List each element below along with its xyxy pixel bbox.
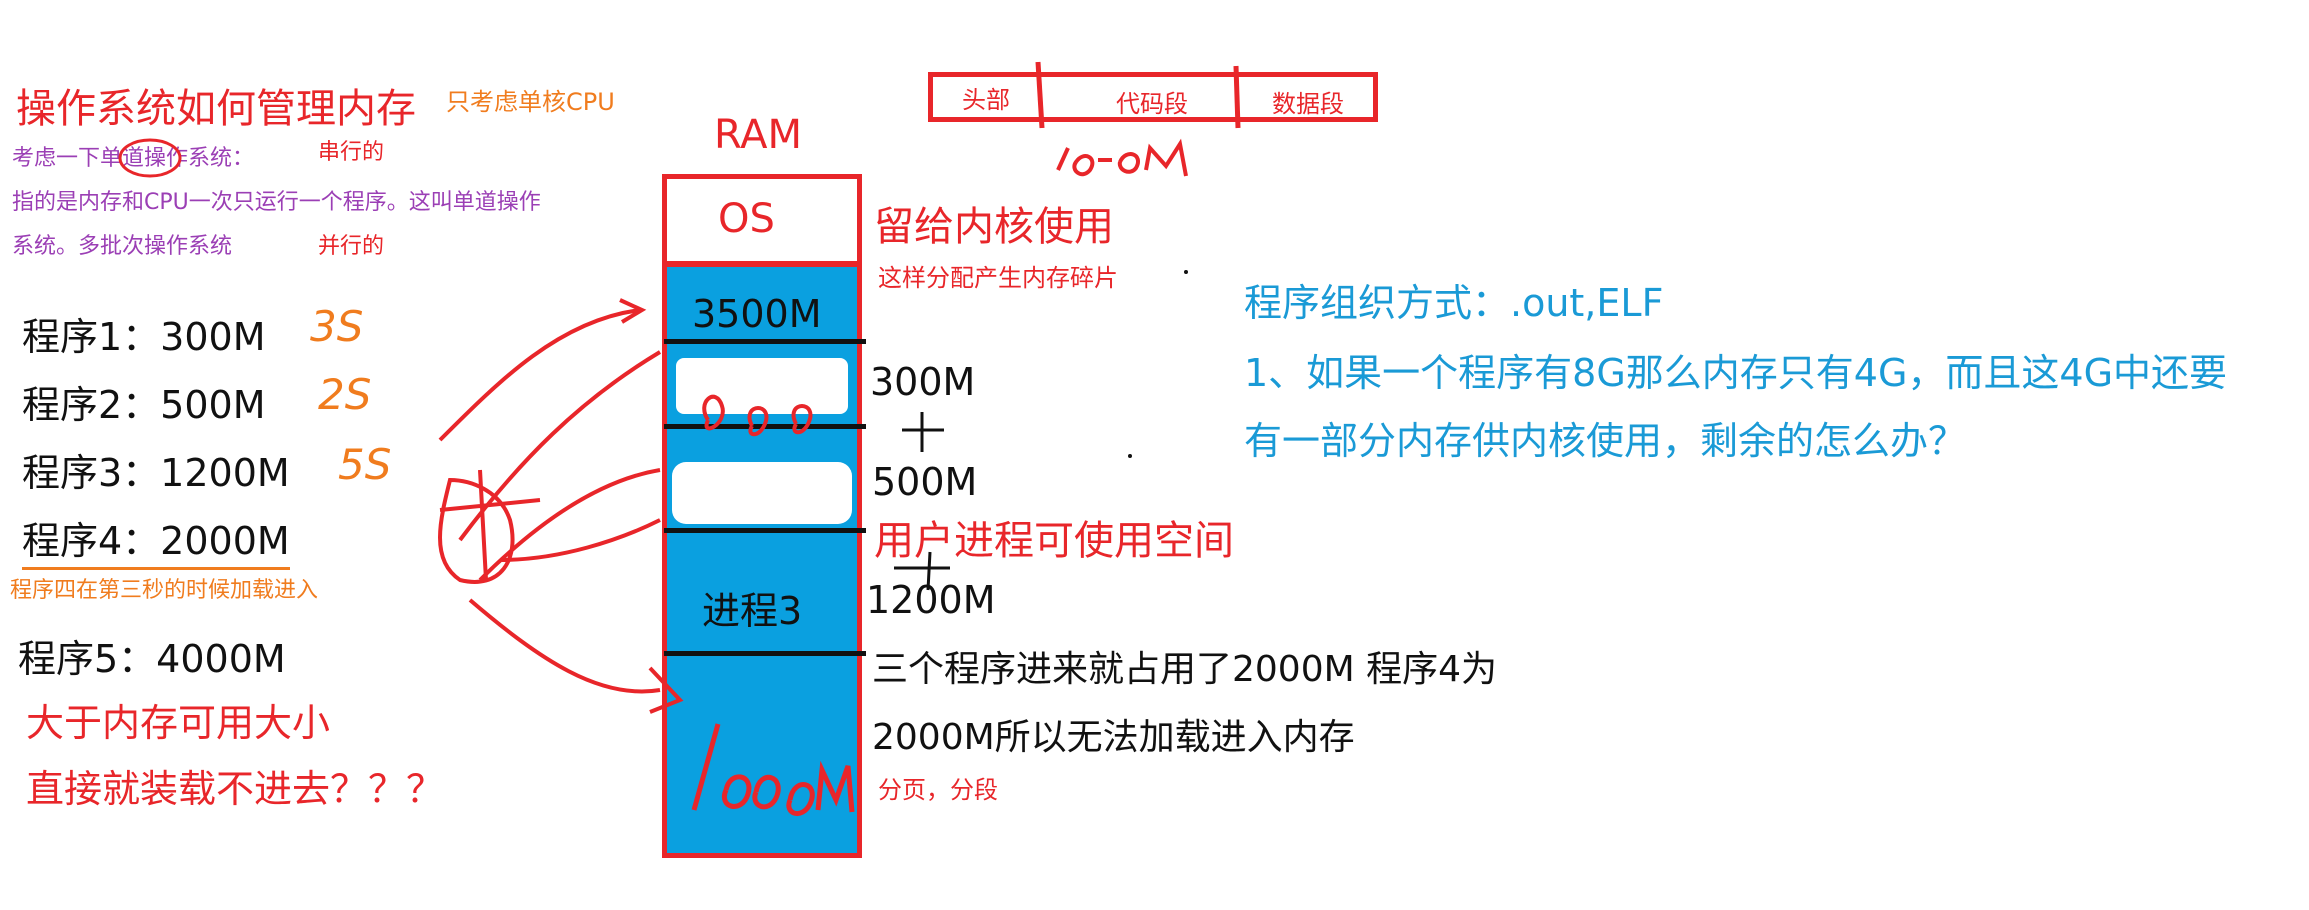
label-1200m: 1200M <box>866 578 996 622</box>
arrow-to-3500m <box>438 308 641 442</box>
program-3: 程序3：1200M <box>22 451 290 495</box>
block-3500m: 3500M <box>692 292 822 336</box>
page-title: 操作系统如何管理内存 <box>16 86 416 132</box>
question-line-2: 1、如果一个程序有8G那么内存只有4G，而且这4G中还要 <box>1244 351 2228 395</box>
program-5-note-1: 大于内存可用大小 <box>26 701 331 745</box>
serial-note: 串行的 <box>318 140 385 165</box>
arrow-head-1 <box>619 298 647 324</box>
divider-1 <box>664 339 866 344</box>
program-5: 程序5：4000M <box>18 637 286 681</box>
segment-box <box>928 72 1378 122</box>
arrow-to-bottom <box>468 598 661 694</box>
program-3-time: 5S <box>338 440 392 489</box>
user-space-label: 用户进程可使用空间 <box>874 518 1234 564</box>
intro-line-2: 指的是内存和CPU一次只运行一个程序。这叫单道操作 <box>12 190 541 215</box>
program-2: 程序2：500M <box>22 383 266 427</box>
dot-1 <box>1184 270 1188 274</box>
divider-4 <box>664 651 866 656</box>
segment-head: 头部 <box>962 86 1010 114</box>
intro-line-3: 系统。多批次操作系统 <box>12 234 233 259</box>
arrow-to-500m <box>478 468 661 582</box>
paging-label: 分页，分段 <box>878 776 998 804</box>
question-line-3: 有一部分内存供内核使用，剩余的怎么办？ <box>1244 419 1967 463</box>
arrow-to-process3 <box>499 518 661 562</box>
cross-scribble <box>439 469 541 581</box>
question-line-1: 程序组织方式：.out,ELF <box>1244 281 1664 325</box>
program-4-note: 程序四在第三秒的时候加载进入 <box>10 578 319 603</box>
program-1-time: 3S <box>310 302 364 351</box>
label-300m: 300M <box>870 360 976 404</box>
program-1: 程序1：300M <box>22 315 266 359</box>
scribble-100m <box>1056 138 1188 177</box>
erased-block-2 <box>672 462 852 524</box>
parallel-note: 并行的 <box>318 234 385 259</box>
divider-2 <box>664 424 866 429</box>
dot-2 <box>1128 454 1132 458</box>
process-3-label: 进程3 <box>702 589 803 633</box>
arrow-to-300m <box>458 350 662 542</box>
program-5-note-2: 直接就装载不进去？？？ <box>26 767 445 811</box>
single-cpu-note: 只考虑单核CPU <box>446 88 615 116</box>
label-500m: 500M <box>872 460 978 504</box>
fragment-label: 这样分配产生内存碎片 <box>878 264 1118 292</box>
segment-data: 数据段 <box>1272 90 1344 118</box>
segment-code: 代码段 <box>1116 90 1188 118</box>
program-4: 程序4：2000M <box>22 510 290 570</box>
ram-user-area <box>662 262 862 858</box>
kernel-label: 留给内核使用 <box>874 204 1114 250</box>
program-2-time: 2S <box>318 370 372 419</box>
plus-mark-1 <box>902 412 944 452</box>
intro-line-1: 考虑一下单道操作系统： <box>12 146 255 171</box>
explain-line-1: 三个程序进来就占用了2000M 程序4为 <box>872 649 1498 690</box>
erased-block-1 <box>676 358 848 414</box>
divider-3 <box>664 528 866 533</box>
os-label: OS <box>718 196 775 242</box>
explain-line-2: 2000M所以无法加载进入内存 <box>872 717 1355 758</box>
loop-scribble <box>438 477 515 584</box>
ram-title: RAM <box>714 112 803 158</box>
